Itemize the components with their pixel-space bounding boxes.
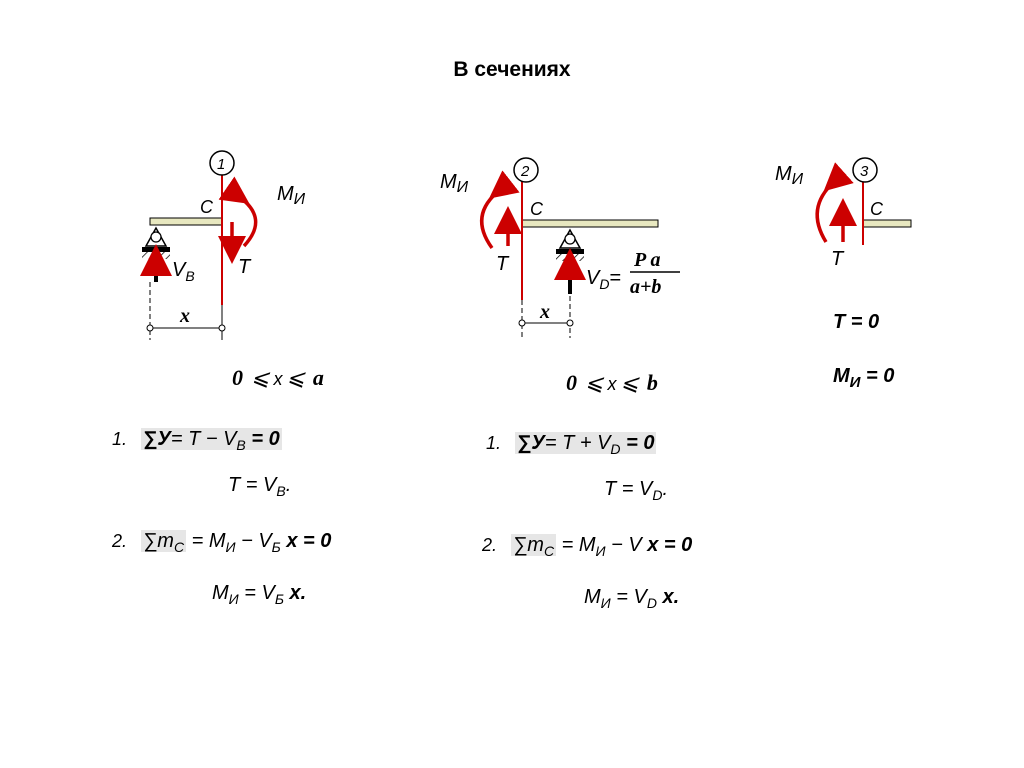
- result-term: = V: [238, 582, 275, 604]
- equation-term-c: x = 0: [641, 534, 693, 556]
- support-label-2: VD=: [586, 267, 621, 292]
- fraction-numerator-2: P a: [633, 249, 660, 271]
- result-subscript: D: [646, 595, 657, 611]
- equation-term-a: = М: [186, 530, 226, 552]
- equation-lhs: ∑m: [513, 534, 544, 556]
- point-label-3: C: [870, 199, 884, 219]
- result-text: М: [584, 586, 601, 608]
- section-number-3: 3: [860, 163, 869, 180]
- result-term: = V: [610, 586, 647, 608]
- section-number-2: 2: [520, 163, 530, 180]
- section-1-figure: 1 C МИ T VB x 0⩽x⩽a: [140, 150, 324, 390]
- result-tail: x.: [656, 586, 680, 608]
- section-number-1: 1: [217, 156, 225, 173]
- moment-label-1: МИ: [277, 183, 306, 208]
- result-t-3: T = 0: [833, 311, 879, 333]
- point-label-1: C: [200, 197, 214, 217]
- equation-1-1: 1. ∑У= T − VB = 0: [112, 428, 282, 453]
- fraction-denominator-2: a+b: [630, 276, 661, 298]
- moment-arc-3: [815, 162, 854, 243]
- diagram-canvas: 1 C МИ T VB x 0⩽x⩽a 2 C МИ T: [140, 150, 912, 395]
- shear-label-2: T: [496, 253, 510, 275]
- result-period: .: [662, 478, 669, 500]
- result-subscript: B: [276, 483, 286, 499]
- equation-term-b: − V: [605, 534, 642, 556]
- equation-rhs: = T + V: [544, 432, 611, 454]
- section-circle-1: [209, 150, 235, 176]
- equation-lhs: ∑m: [143, 530, 174, 552]
- equation-1-1-result: T = VB.: [228, 474, 291, 499]
- point-label-2: C: [530, 199, 544, 219]
- x-label-2: x: [539, 301, 550, 323]
- equation-1-2: 2. ∑mC = МИ − VБ x = 0: [112, 530, 331, 555]
- equation-subscript: И: [595, 543, 606, 559]
- range-1: 0⩽x⩽a: [232, 365, 324, 390]
- support-label-1: VB: [172, 259, 195, 284]
- result-subscript: Б: [274, 591, 284, 607]
- range-2: 0⩽x⩽b: [566, 370, 658, 395]
- equation-2-2: 2. ∑mC = МИ − V x = 0: [482, 534, 692, 559]
- equation-2-1-result: T = VD.: [604, 478, 668, 503]
- equation-subscript: D: [610, 441, 621, 457]
- equation-result: = 0: [626, 432, 655, 454]
- equation-number: 2.: [482, 535, 498, 555]
- beam-3: [862, 219, 912, 228]
- moment-label-2: МИ: [440, 171, 469, 196]
- beam-2: [521, 219, 659, 228]
- beam-1: [149, 217, 223, 226]
- section-circle-2: [513, 157, 539, 183]
- equation-number: 2.: [112, 531, 128, 551]
- result-text: T = V: [228, 474, 277, 496]
- equation-subscript: Б: [271, 539, 281, 555]
- moment-label-3: МИ: [775, 163, 804, 188]
- equation-term-b: − V: [235, 530, 272, 552]
- equation-subscript: C: [173, 539, 185, 555]
- equation-subscript: И: [225, 539, 236, 555]
- equation-subscript: C: [543, 543, 555, 559]
- result-text: T = V: [604, 478, 653, 500]
- result-tail: x.: [283, 582, 307, 604]
- equation-lhs: ∑У: [517, 432, 545, 454]
- result-subscript: И: [600, 595, 611, 611]
- result-period: .: [285, 474, 292, 496]
- equation-term-a: = М: [556, 534, 596, 556]
- equation-lhs: ∑У: [143, 428, 171, 450]
- equation-term-c: x = 0: [280, 530, 332, 552]
- result-subscript: D: [652, 487, 663, 503]
- result-subscript: И: [228, 591, 239, 607]
- result-text: М: [212, 582, 229, 604]
- equation-result: = 0: [251, 428, 280, 450]
- page-title: В сечениях: [453, 58, 571, 81]
- equation-number: 1.: [486, 433, 502, 453]
- section-3-figure: 3 C МИ T T = 0 МИ = 0: [775, 157, 912, 391]
- x-label-1: x: [179, 305, 190, 327]
- equation-2-2-result: МИ = VD x.: [584, 586, 679, 611]
- equation-1-2-result: МИ = VБ x.: [212, 582, 306, 607]
- equation-number: 1.: [112, 429, 128, 449]
- section-2-figure: 2 C МИ T VD= P a a+b x 0⩽x⩽b: [440, 157, 680, 395]
- result-m-3: МИ = 0: [833, 365, 894, 391]
- shear-label-1: T: [238, 256, 252, 278]
- moment-arc-2: [479, 170, 520, 250]
- equation-2-1: 1. ∑У= T + VD = 0: [486, 432, 657, 457]
- moment-arc-1: [218, 176, 258, 248]
- shear-label-3: T: [831, 248, 845, 270]
- equation-rhs: = T − V: [170, 428, 237, 450]
- equation-subscript: B: [236, 437, 246, 453]
